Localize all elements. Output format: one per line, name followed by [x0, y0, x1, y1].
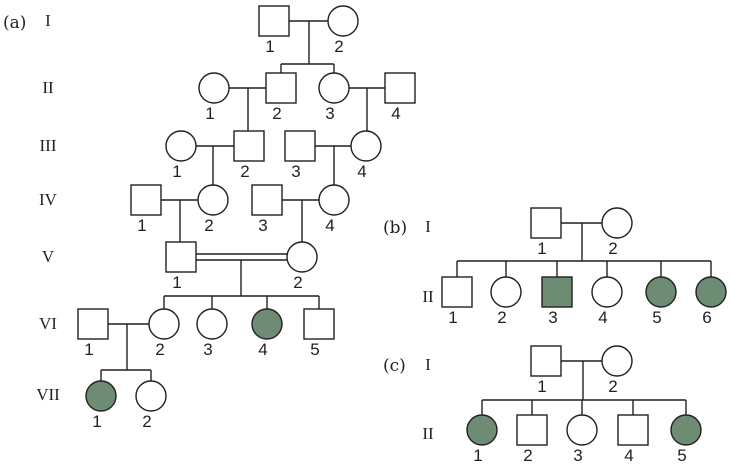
female-circle-icon: [566, 414, 598, 446]
male-square-icon: [233, 130, 265, 162]
individual-number: 5: [652, 308, 661, 327]
panel-label-a: (a): [3, 13, 26, 33]
individual-number: 3: [325, 104, 334, 123]
male-square-icon: [251, 184, 283, 216]
generation-label-a-II: II: [42, 78, 54, 97]
generation-label-b-II: II: [422, 287, 434, 306]
female-circle-icon: [601, 345, 633, 377]
individual-number: 4: [598, 308, 607, 327]
panel-label-c: (c): [383, 356, 406, 376]
individual-number: 3: [258, 216, 267, 235]
affected-female-circle-icon: [645, 276, 677, 308]
generation-label-c-II: II: [422, 424, 434, 443]
female-circle-icon: [148, 308, 180, 340]
individual-number: 1: [448, 308, 457, 327]
male-square-icon: [303, 308, 335, 340]
female-circle-icon: [601, 207, 633, 239]
individual-number: 1: [265, 37, 274, 56]
relationship-lines: [100, 20, 712, 415]
individual-number: 4: [357, 162, 366, 181]
female-circle-icon: [327, 5, 359, 37]
male-square-icon: [617, 414, 649, 446]
individual-number: 4: [624, 446, 633, 465]
individual-number: 1: [137, 216, 146, 235]
individual-number: 5: [310, 340, 319, 359]
female-circle-icon: [135, 380, 167, 412]
individual-number: 4: [325, 216, 334, 235]
individual-number: 2: [523, 446, 532, 465]
individual-number: 1: [205, 104, 214, 123]
individual-number: 2: [142, 412, 151, 431]
individual-number: 2: [497, 308, 506, 327]
individual-number: 3: [203, 340, 212, 359]
affected-male-square-icon: [541, 276, 573, 308]
generation-label-a-VI: VI: [39, 314, 57, 333]
female-circle-icon: [197, 184, 229, 216]
individual-number: 4: [258, 340, 267, 359]
female-circle-icon: [318, 72, 350, 104]
male-square-icon: [165, 241, 197, 273]
affected-female-circle-icon: [251, 308, 283, 340]
individual-number: 4: [391, 104, 400, 123]
affected-female-circle-icon: [85, 380, 117, 412]
male-square-icon: [77, 308, 109, 340]
generation-label-a-IV: IV: [39, 190, 58, 209]
generation-label-a-V: V: [42, 247, 55, 266]
male-square-icon: [384, 72, 416, 104]
generation-label-a-I: I: [45, 11, 51, 30]
individual-symbols: [77, 5, 727, 446]
individual-number: 1: [84, 340, 93, 359]
affected-female-circle-icon: [466, 414, 498, 446]
individual-number: 1: [537, 239, 546, 258]
individual-number: 1: [172, 162, 181, 181]
affected-female-circle-icon: [670, 414, 702, 446]
female-circle-icon: [591, 276, 623, 308]
female-circle-icon: [286, 241, 318, 273]
generation-label-b-I: I: [425, 217, 431, 236]
panel-label-b: (b): [383, 218, 407, 238]
individual-number: 1: [537, 377, 546, 396]
male-square-icon: [530, 345, 562, 377]
male-square-icon: [516, 414, 548, 446]
female-circle-icon: [165, 130, 197, 162]
individual-number: 3: [548, 308, 557, 327]
individual-number: 1: [473, 446, 482, 465]
individual-number: 2: [608, 239, 617, 258]
male-square-icon: [284, 130, 316, 162]
individual-number: 5: [677, 446, 686, 465]
male-square-icon: [130, 184, 162, 216]
individual-number: 2: [293, 273, 302, 292]
female-circle-icon: [490, 276, 522, 308]
generation-label-c-I: I: [425, 355, 431, 374]
individual-number: 2: [334, 37, 343, 56]
female-circle-icon: [198, 72, 230, 104]
individual-number: 2: [608, 377, 617, 396]
affected-female-circle-icon: [695, 276, 727, 308]
female-circle-icon: [318, 184, 350, 216]
individual-number: 1: [172, 273, 181, 292]
generation-label-a-III: III: [40, 136, 57, 155]
generation-label-a-VII: VII: [36, 385, 60, 404]
individual-number: 3: [573, 446, 582, 465]
male-square-icon: [258, 5, 290, 37]
individual-number: 3: [291, 162, 300, 181]
individual-number: 1: [92, 412, 101, 431]
male-square-icon: [530, 207, 562, 239]
male-square-icon: [265, 72, 297, 104]
individual-number: 2: [155, 340, 164, 359]
individual-number: 6: [702, 308, 711, 327]
individual-number: 2: [204, 216, 213, 235]
female-circle-icon: [196, 308, 228, 340]
individual-number: 2: [240, 162, 249, 181]
male-square-icon: [441, 276, 473, 308]
female-circle-icon: [350, 130, 382, 162]
individual-number: 2: [272, 104, 281, 123]
